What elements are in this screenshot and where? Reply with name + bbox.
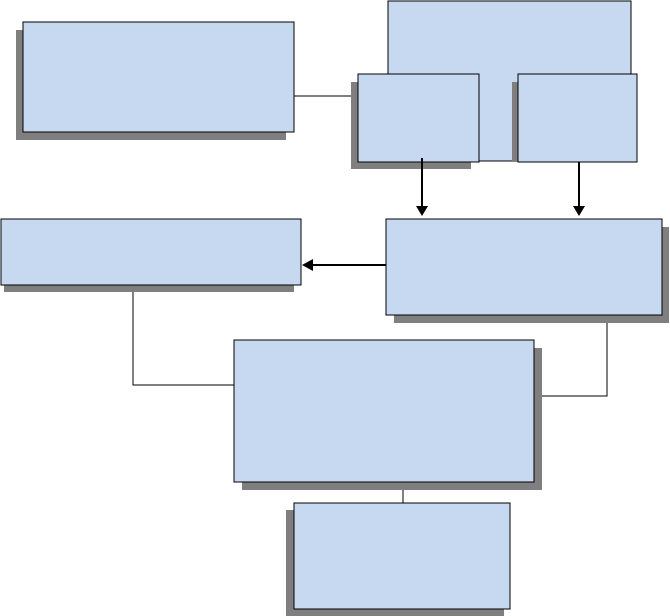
arrow-right-small-to-middle-right bbox=[573, 162, 585, 216]
arrow-right-small-to-middle-right-head bbox=[573, 206, 585, 216]
arrow-middle-right-to-middle-left bbox=[302, 259, 386, 271]
box-middle-left bbox=[0, 218, 302, 292]
arrow-small-to-middle-right-head bbox=[416, 206, 428, 216]
box-middle-right-body bbox=[385, 218, 663, 316]
box-middle-left-body bbox=[0, 218, 302, 286]
box-top-left-body bbox=[22, 21, 295, 133]
connector-middle-left-to-center bbox=[132, 284, 236, 386]
box-top-middle-small bbox=[351, 73, 480, 169]
arrow-middle-right-to-middle-left-head bbox=[302, 259, 313, 271]
connector-middle-right-to-center bbox=[535, 314, 608, 397]
box-center-body bbox=[233, 339, 535, 483]
arrow-small-to-middle-right bbox=[416, 158, 428, 216]
box-top-middle-small-body bbox=[357, 73, 480, 163]
box-bottom bbox=[286, 502, 511, 616]
box-bottom-body bbox=[293, 502, 511, 610]
box-top-right-small-body bbox=[517, 73, 638, 163]
box-top-right-small bbox=[512, 73, 638, 163]
box-center bbox=[233, 339, 542, 490]
box-middle-right bbox=[385, 218, 669, 323]
box-top-left bbox=[16, 21, 295, 140]
